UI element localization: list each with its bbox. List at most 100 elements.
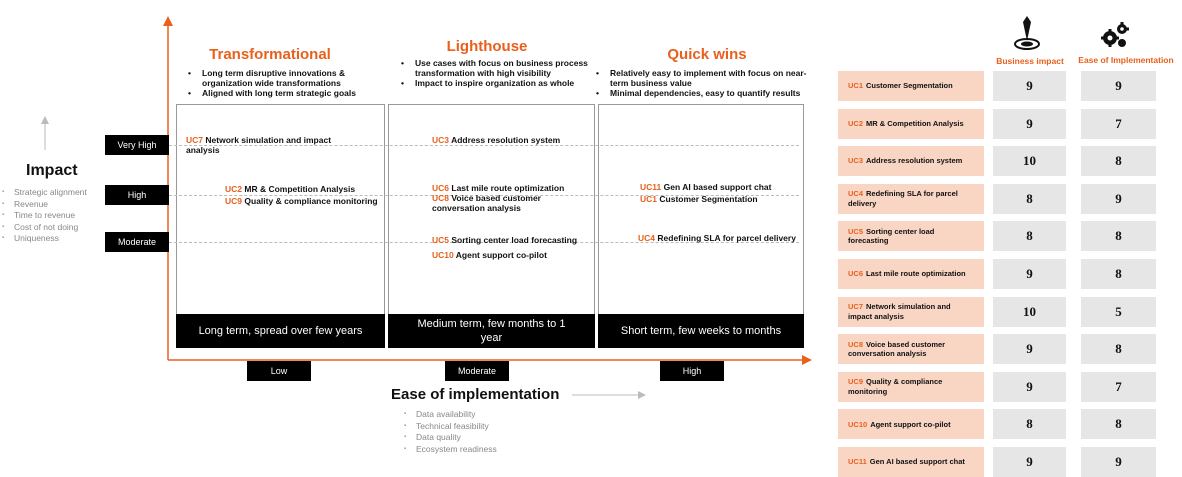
ease-factor: Data quality — [402, 432, 552, 444]
ease-level-low: Low — [247, 361, 311, 381]
row-code: UC6 — [848, 269, 864, 279]
impact-factor: Uniqueness — [0, 233, 120, 245]
x-axis-arrow — [802, 355, 812, 365]
business-impact-score: 9 — [993, 71, 1066, 101]
ease-factor: Ecosystem readiness — [402, 444, 552, 456]
ease-arrow-head — [638, 391, 646, 399]
level-line-moderate — [169, 242, 799, 243]
use-case-uc8: UC8 Voice based customer conversation an… — [432, 193, 541, 213]
ease-score: 9 — [1081, 71, 1156, 101]
use-case-uc10: UC10 Agent support co-pilot — [432, 250, 547, 260]
row-name: Agent support co-pilot — [870, 419, 951, 429]
impact-factor: Revenue — [0, 199, 120, 211]
column-bullets-transformational: Long term disruptive innovations & organ… — [180, 68, 380, 98]
column-bullets-quick-wins: Relatively easy to implement with focus … — [588, 68, 810, 98]
level-line-very-high — [169, 145, 799, 146]
business-impact-score: 9 — [993, 108, 1066, 139]
row-code: UC8 — [848, 339, 864, 349]
column-bullet: Impact to inspire organization as whole — [393, 78, 593, 88]
ease-score: 8 — [1081, 334, 1156, 365]
use-case-uc1: UC1 Customer Segmentation — [640, 194, 758, 204]
row-name: Network simulation and impact analysis — [848, 302, 951, 321]
column-bullets-lighthouse: Use cases with focus on business process… — [393, 58, 593, 88]
row-code: UC10 — [848, 419, 868, 429]
impact-level-moderate: Moderate — [105, 232, 169, 252]
business-impact-header: Business impact — [996, 56, 1064, 66]
use-case-uc4: UC4 Redefining SLA for parcel delivery — [638, 233, 796, 243]
ease-score: 8 — [1081, 221, 1156, 252]
use-case-uc7: UC7 Network simulation and impact analys… — [186, 135, 332, 155]
business-impact-score: 9 — [993, 447, 1066, 477]
business-impact-score: 9 — [993, 371, 1066, 402]
business-impact-score: 8 — [993, 409, 1066, 440]
use-case-uc2: UC2 MR & Competition Analysis — [225, 184, 356, 194]
row-code: UC2 — [848, 118, 864, 128]
level-line-high — [169, 195, 799, 196]
row-code: UC4 — [848, 189, 864, 199]
use-case-uc6: UC6 Last mile route optimization — [432, 183, 565, 193]
ease-score: 7 — [1081, 108, 1156, 139]
impact-factor: Strategic alignment — [0, 187, 120, 199]
ease-level-moderate: Moderate — [445, 361, 509, 381]
column-title-quick-wins: Quick wins — [667, 46, 747, 63]
row-name: Voice based customer conversation analys… — [848, 339, 946, 359]
row-code: UC1 — [848, 81, 864, 91]
row-name: Redefining SLA for parcel delivery — [848, 189, 958, 208]
target-icon — [1014, 16, 1040, 50]
use-case-uc11: UC11 Gen AI based support chat — [640, 182, 772, 192]
ease-score: 9 — [1081, 183, 1156, 214]
business-impact-score: 8 — [993, 183, 1066, 214]
ease-level-high: High — [660, 361, 724, 381]
column-bullet: Minimal dependencies, easy to quantify r… — [588, 88, 810, 98]
impact-factors: Strategic alignment Revenue Time to reve… — [0, 187, 120, 245]
y-axis-arrow — [163, 16, 173, 26]
column-footer-lighthouse: Medium term, few months to 1 year — [388, 314, 595, 348]
use-case-uc3: UC3 Address resolution system — [432, 135, 561, 145]
row-name: Sorting center load forecasting — [848, 226, 935, 246]
column-title-transformational: Transformational — [209, 46, 331, 63]
ease-factors: Data availability Technical feasibility … — [402, 409, 552, 455]
column-footer-transformational: Long term, spread over few years — [176, 314, 385, 348]
column-footer-quick-wins: Short term, few weeks to months — [598, 314, 804, 348]
ease-of-implementation-header: Ease of Implementation — [1078, 55, 1174, 65]
row-code: UC11 — [848, 457, 867, 467]
column-box-lighthouse — [388, 104, 595, 348]
ease-factor: Data availability — [402, 409, 552, 421]
ease-score: 8 — [1081, 146, 1156, 177]
row-name: Address resolution system — [866, 156, 963, 166]
row-code: UC7 — [848, 302, 864, 312]
business-impact-score: 9 — [993, 259, 1066, 289]
row-name: Customer Segmentation — [866, 81, 953, 91]
use-case-uc5: UC5 Sorting center load forecasting — [432, 235, 578, 245]
ease-title: Ease of implementation — [391, 386, 560, 403]
impact-level-very-high: Very High — [105, 135, 169, 155]
column-bullet: Relatively easy to implement with focus … — [588, 68, 810, 88]
ease-score: 8 — [1081, 259, 1156, 289]
column-box-transformational — [176, 104, 385, 348]
impact-level-high: High — [105, 185, 169, 205]
gears-icon — [1101, 22, 1129, 47]
row-code: UC3 — [848, 156, 864, 166]
row-name: Quality & compliance monitoring — [848, 377, 943, 396]
ease-score: 8 — [1081, 409, 1156, 440]
